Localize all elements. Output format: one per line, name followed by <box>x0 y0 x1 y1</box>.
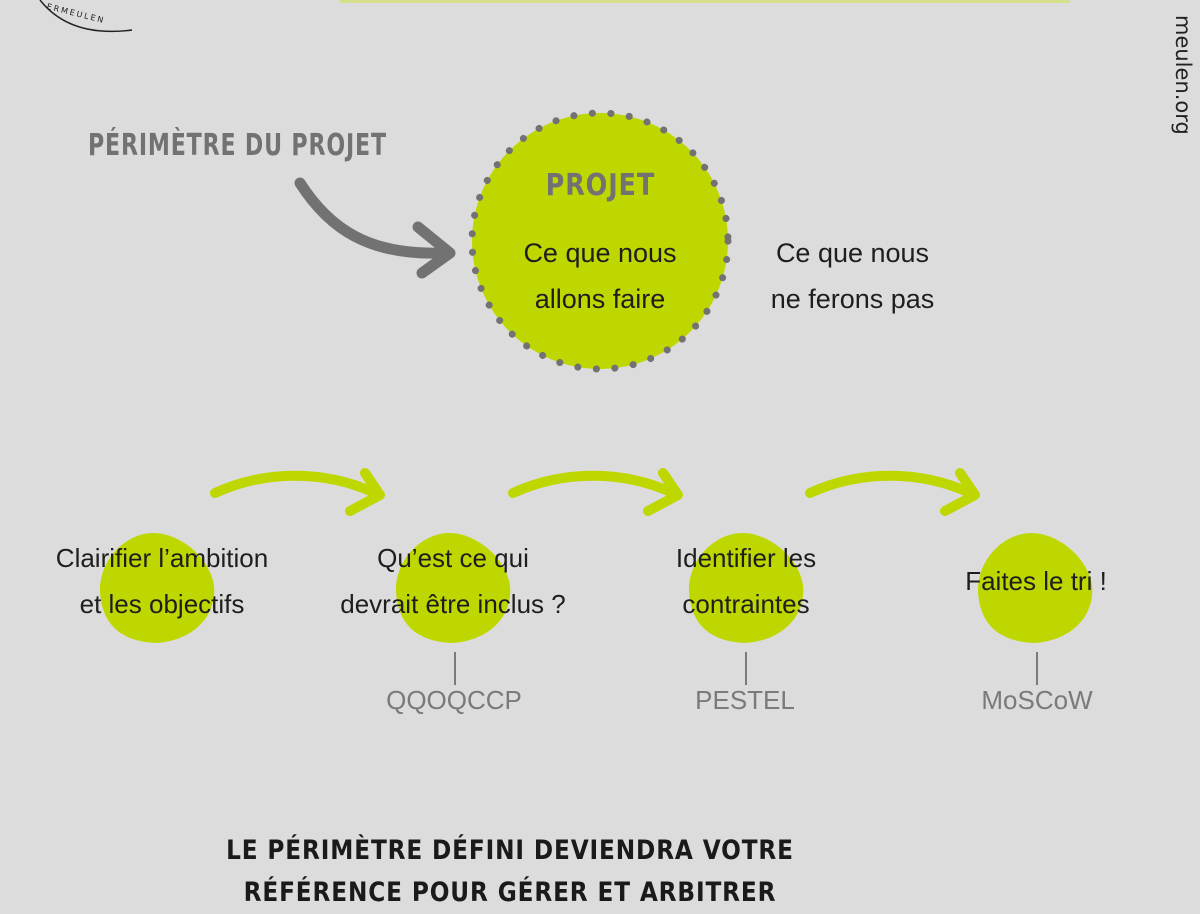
tool-label-qqoqccp: QQOQCCP <box>386 685 522 715</box>
scope-title: Périmètre du projet <box>88 128 387 163</box>
project-label: Projet <box>545 168 655 203</box>
step-blob <box>395 532 511 643</box>
green-arrow-icon <box>805 468 980 516</box>
tool-connector <box>454 652 456 685</box>
step-blob <box>99 532 215 643</box>
dotted-border <box>468 109 732 373</box>
step-4-text: Faites le tri ! <box>965 566 1107 596</box>
top-accent-bar <box>340 0 1070 3</box>
green-arrow-icon <box>210 468 385 516</box>
step-3-text: Identifier les contraintes <box>675 543 817 619</box>
step-2-text: Qu’est ce qui devrait être inclus ? <box>340 543 566 619</box>
step-blob <box>977 532 1093 643</box>
logo-arc <box>39 0 133 33</box>
footer-statement: Le périmètre défini deviendra votre réfé… <box>226 835 794 908</box>
step-1-text: Clairifier l’ambition et les objectifs <box>55 543 269 619</box>
gray-curved-arrow-icon <box>294 177 456 279</box>
tool-connector <box>745 652 747 685</box>
tool-connector <box>1036 652 1038 685</box>
outside-scope-text: Ce que nous ne ferons pas <box>770 238 935 314</box>
project-circle <box>472 113 728 369</box>
inside-scope-text: Ce que nous allons faire <box>523 238 677 314</box>
tool-label-pestel: PESTEL <box>695 685 795 715</box>
side-url: meulen.org <box>1171 15 1195 135</box>
green-arrow-icon <box>508 468 683 516</box>
tool-label-moscow: MoSCoW <box>981 685 1093 715</box>
step-blob <box>688 532 804 643</box>
